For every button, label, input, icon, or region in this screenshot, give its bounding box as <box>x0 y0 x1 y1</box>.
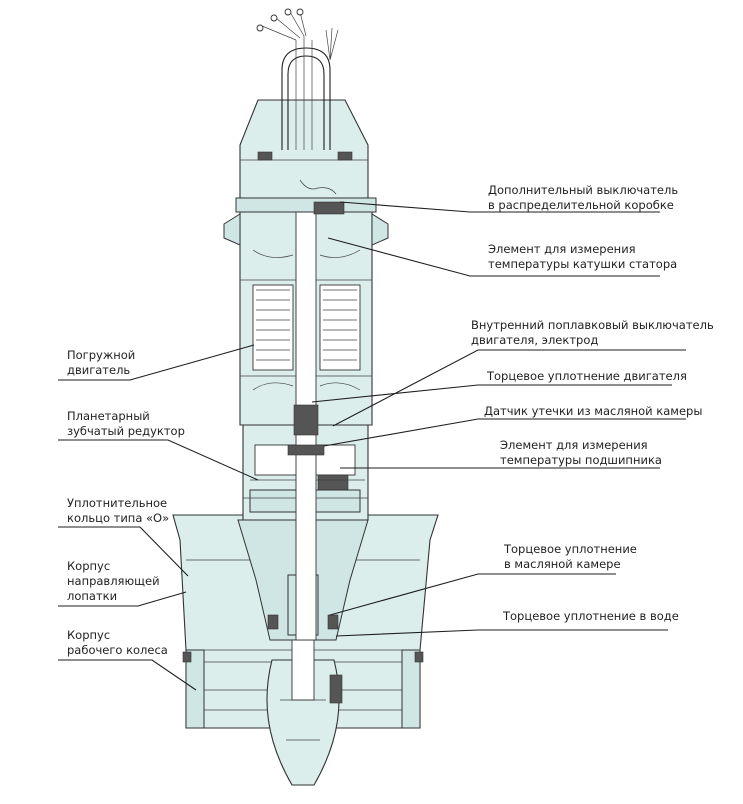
leader-lines-left <box>58 344 259 691</box>
label-motor-seal: Торцевое уплотнение двигателя <box>487 369 687 383</box>
label-leak-sensor: Датчик утечки из масляной камеры <box>484 404 703 418</box>
leader-lines-right <box>311 201 686 637</box>
label-water-seal: Торцевое уплотнение в воде <box>503 609 679 623</box>
